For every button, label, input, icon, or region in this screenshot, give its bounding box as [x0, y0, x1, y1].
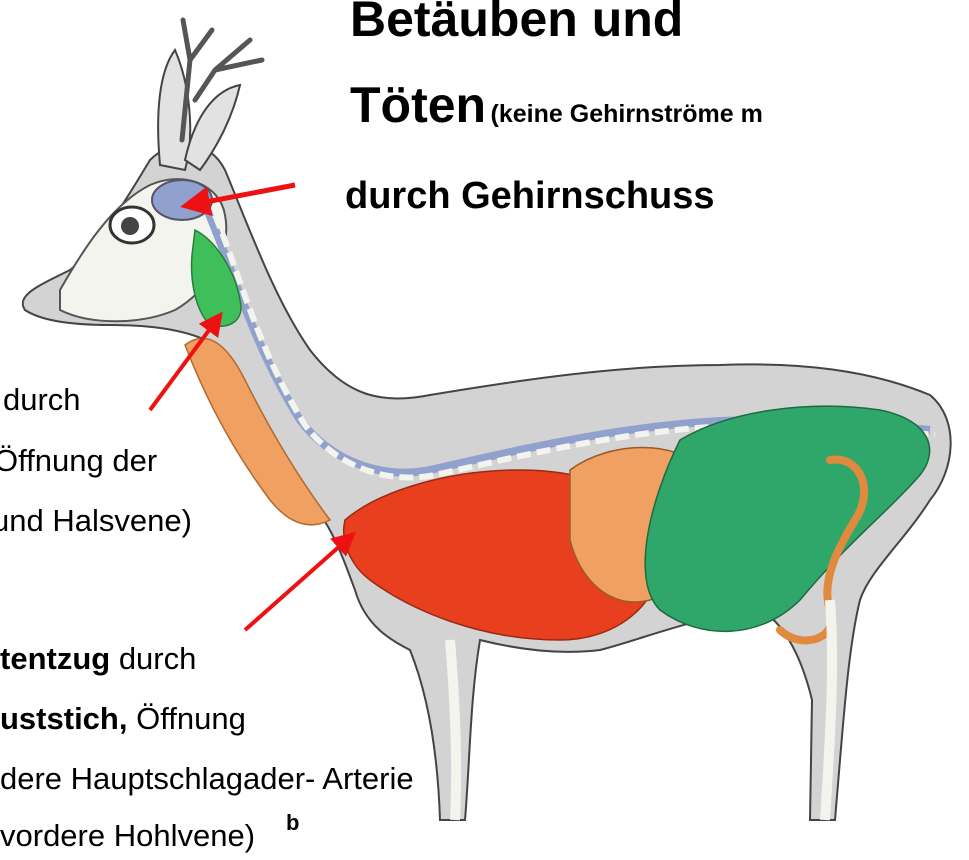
chest-label-line1: tentzug durch [0, 643, 196, 674]
arrow-to-chest [245, 537, 350, 630]
title-line2-note: (keine Gehirnströme m [491, 100, 763, 128]
chest-label-line1-rest: durch [110, 641, 196, 676]
title-line1: Betäuben und [350, 0, 683, 44]
chest-label-line2-rest: Öffnung [127, 701, 245, 736]
title-line2: Töten (keine Gehirnströme m [350, 80, 763, 130]
chest-label-line4: vordere Hohlvene) [0, 820, 255, 851]
neck-label-line3: und Halsvene) [0, 505, 192, 536]
front-leg-bone [450, 640, 456, 820]
chest-label-line2-bold: uststich, [0, 701, 127, 736]
chest-label-line2: uststich, Öffnung [0, 703, 246, 734]
chest-label-line1-bold: tentzug [0, 641, 110, 676]
figure-letter: b [286, 812, 299, 834]
neck-label-line1: durch [3, 384, 81, 415]
chest-label-line3: dere Hauptschlagader- Arterie [0, 763, 414, 794]
method-brain-shot: durch Gehirnschuss [345, 177, 715, 215]
deer-eye [121, 217, 139, 235]
title-line2-main: Töten [350, 77, 486, 133]
neck-label-line2: Öffnung der [0, 445, 157, 476]
